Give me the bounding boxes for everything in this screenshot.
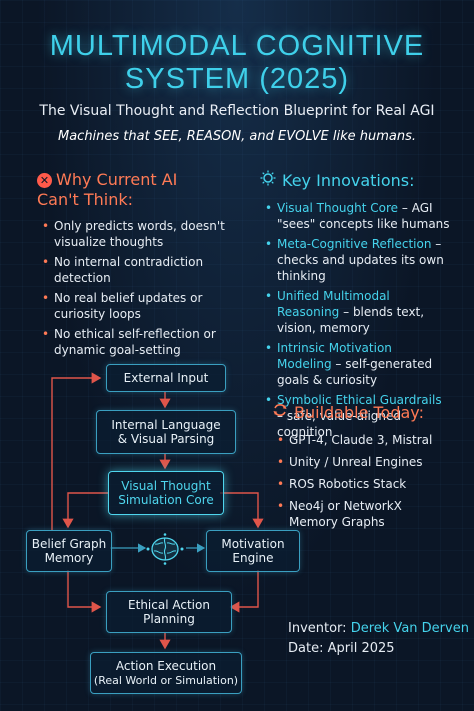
list-item: •Meta-Cognitive Reflection – checks and …	[265, 237, 444, 283]
innovations-list: •Visual Thought Core – AGI "sees" concep…	[260, 200, 450, 440]
buildable-list: •GPT-4, Claude 3, Mistral •Unity / Unrea…	[272, 432, 452, 530]
list-item: •ROS Robotics Stack	[277, 477, 407, 491]
innovations-heading: Key Innovations:	[260, 170, 450, 191]
cycle-icon	[272, 402, 288, 423]
list-item: •Symbolic Ethical Guardrails – safe, val…	[265, 393, 442, 439]
x-circle-icon: ✕	[37, 173, 52, 188]
list-item: •No internal contradiction detection	[42, 255, 204, 285]
buildable-heading: Buildable Today:	[272, 402, 452, 423]
why-list: •Only predicts words, doesn't visualize …	[37, 218, 242, 358]
lightbulb-icon	[260, 170, 276, 191]
date-line: Date: April 2025	[288, 641, 395, 656]
subtitle: The Visual Thought and Reflection Bluepr…	[39, 103, 435, 119]
innovations-section: Key Innovations: •Visual Thought Core – …	[260, 170, 450, 444]
tagline: Machines that SEE, REASON, and EVOLVE li…	[57, 129, 416, 144]
action-execution-node: Action Execution(Real World or Simulatio…	[90, 652, 242, 694]
why-section: ✕Why Current AI Can't Think: •Only predi…	[37, 170, 242, 362]
buildable-section: Buildable Today: •GPT-4, Claude 3, Mistr…	[272, 402, 452, 536]
list-item: •No ethical self-reflection or dynamic g…	[42, 327, 216, 357]
list-item: •Unified Multimodal Reasoning – blends t…	[265, 289, 425, 335]
list-item: •Neo4j or NetworkX Memory Graphs	[277, 499, 402, 529]
title-line-1: MULTIMODAL COGNITIVE	[49, 30, 425, 62]
why-heading: ✕Why Current AI Can't Think:	[37, 170, 178, 209]
list-item: •GPT-4, Claude 3, Mistral	[277, 433, 433, 447]
list-item: •Visual Thought Core – AGI "sees" concep…	[265, 201, 450, 231]
list-item: •Intrinsic Motivation Modeling – self-ge…	[265, 341, 433, 387]
title-line-2: SYSTEM (2025)	[124, 63, 350, 95]
list-item: •Unity / Unreal Engines	[277, 455, 423, 469]
inventor-line: Inventor: Derek Van Derven	[288, 621, 469, 636]
internal-language-node: Internal Language& Visual Parsing	[96, 410, 236, 454]
list-item: •No real belief updates or curiosity loo…	[42, 291, 203, 321]
external-input-node: External Input	[106, 364, 226, 392]
list-item: •Only predicts words, doesn't visualize …	[42, 219, 225, 249]
brain-circuit-icon	[146, 533, 184, 565]
